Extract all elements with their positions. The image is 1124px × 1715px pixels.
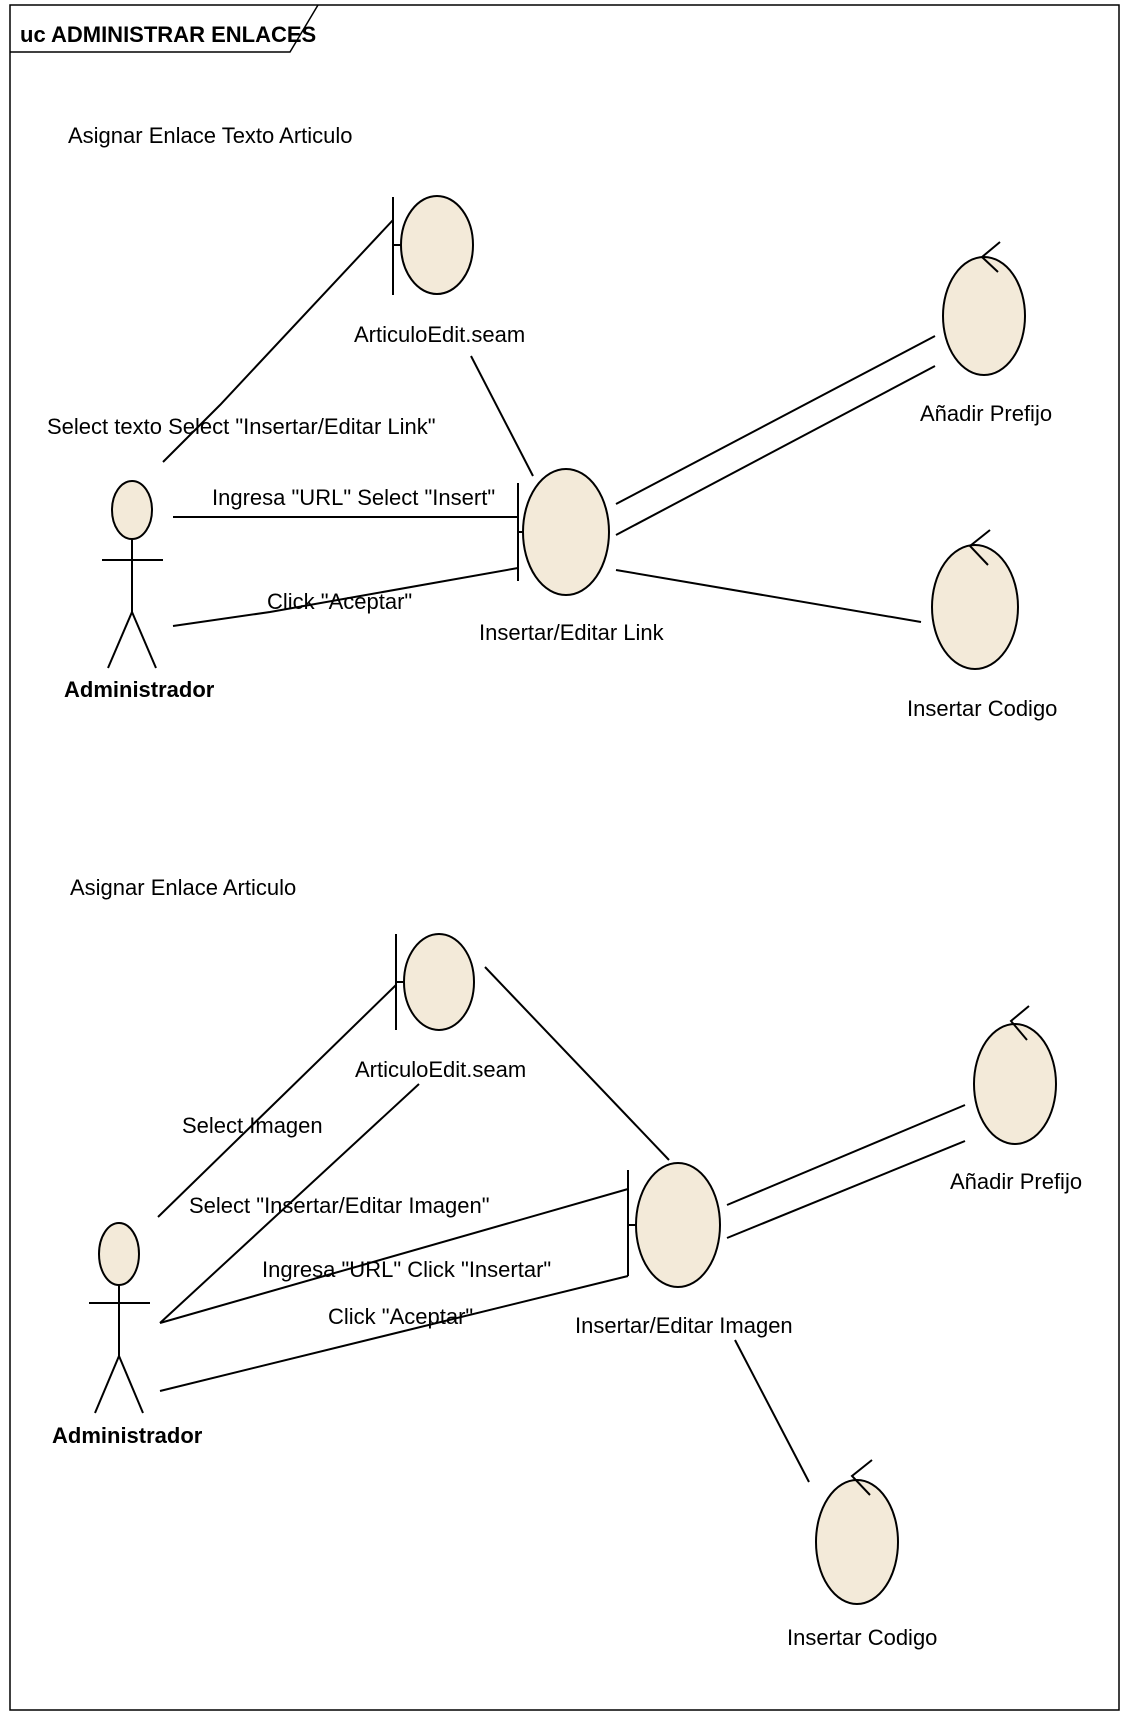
message-select-texto: Select texto Select "Insertar/Editar Lin… [47, 414, 436, 439]
link-actor-articuloedit [162, 219, 394, 463]
control-circle [942, 256, 1026, 376]
actor-right-leg [131, 611, 157, 669]
actor-left-leg [107, 611, 133, 669]
control-circle [815, 1479, 899, 1605]
boundary-label: ArticuloEdit.seam [355, 1057, 526, 1082]
boundary-circle [635, 1162, 721, 1288]
frame-border [9, 4, 1120, 1711]
diagram-1: Asignar Enlace Texto Articulo Administra… [47, 123, 1057, 721]
control-arrow [850, 1459, 873, 1496]
actor-label: Administrador [64, 677, 215, 702]
link-select-insertar-imagen [159, 1083, 420, 1324]
control-label: Añadir Prefijo [920, 401, 1052, 426]
message-ingresa-url: Ingresa "URL" Select "Insert" [212, 485, 495, 510]
link-imagen-prefijo-a [726, 1104, 966, 1206]
boundary-circle [400, 195, 474, 295]
message-select-imagen: Select Imagen [182, 1113, 323, 1138]
link-insertar-codigo [615, 569, 922, 623]
control-anadir-prefijo-1[interactable] [942, 241, 1026, 376]
link-click-aceptar [159, 1275, 629, 1392]
boundary-circle [403, 933, 475, 1031]
link-click-aceptar [172, 567, 519, 627]
frame: uc ADMINISTRAR ENLACES [9, 4, 1120, 1711]
actor-administrador-2[interactable] [89, 1222, 150, 1414]
boundary-articuloedit-seam-1[interactable] [392, 195, 474, 295]
message-click-aceptar: Click "Aceptar" [328, 1304, 473, 1329]
boundary-circle [522, 468, 610, 596]
message-select-insertar-imagen: Select "Insertar/Editar Imagen" [189, 1193, 490, 1218]
frame-title: uc ADMINISTRAR ENLACES [20, 22, 316, 47]
message-click-aceptar: Click "Aceptar" [267, 589, 412, 614]
frame-title-tab [10, 4, 319, 53]
link-actor-articuloedit [157, 984, 397, 1218]
link-articuloedit-imagen [484, 966, 670, 1161]
diagram-2: Asignar Enlace Articulo Administrador [52, 875, 1082, 1650]
diagram-1-heading: Asignar Enlace Texto Articulo [68, 123, 353, 148]
control-arrow [1009, 1005, 1030, 1041]
actor-head [98, 1222, 140, 1286]
control-circle [931, 544, 1019, 670]
boundary-insertar-editar-link[interactable] [517, 468, 610, 596]
control-label: Insertar Codigo [787, 1625, 937, 1650]
message-ingresa-url: Ingresa "URL" Click "Insertar" [262, 1257, 551, 1282]
link-insertar-prefijo-a [615, 335, 936, 505]
link-imagen-prefijo-b [726, 1140, 966, 1239]
diagram-2-connectors [157, 966, 966, 1483]
link-ingresa-url [159, 1188, 629, 1324]
actor-head [111, 480, 153, 540]
diagram-1-connectors [162, 219, 936, 627]
control-circle [973, 1023, 1057, 1145]
diagram-2-heading: Asignar Enlace Articulo [70, 875, 296, 900]
boundary-label: Insertar/Editar Imagen [575, 1313, 793, 1338]
actor-administrador-1[interactable] [102, 480, 163, 669]
control-arrow [980, 241, 1001, 273]
boundary-insertar-editar-imagen[interactable] [627, 1162, 721, 1288]
control-anadir-prefijo-2[interactable] [973, 1005, 1057, 1145]
boundary-label: ArticuloEdit.seam [354, 322, 525, 347]
actor-label: Administrador [52, 1423, 203, 1448]
link-articuloedit-insertar [470, 355, 534, 477]
actor-left-leg [94, 1355, 120, 1414]
control-insertar-codigo-1[interactable] [931, 529, 1019, 670]
boundary-articuloedit-seam-2[interactable] [395, 933, 475, 1031]
link-imagen-codigo [734, 1339, 810, 1483]
control-insertar-codigo-2[interactable] [815, 1459, 899, 1605]
control-label: Añadir Prefijo [950, 1169, 1082, 1194]
control-arrow [968, 529, 991, 566]
control-label: Insertar Codigo [907, 696, 1057, 721]
boundary-label: Insertar/Editar Link [479, 620, 665, 645]
link-insertar-prefijo-b [615, 365, 936, 536]
actor-right-leg [118, 1355, 144, 1414]
